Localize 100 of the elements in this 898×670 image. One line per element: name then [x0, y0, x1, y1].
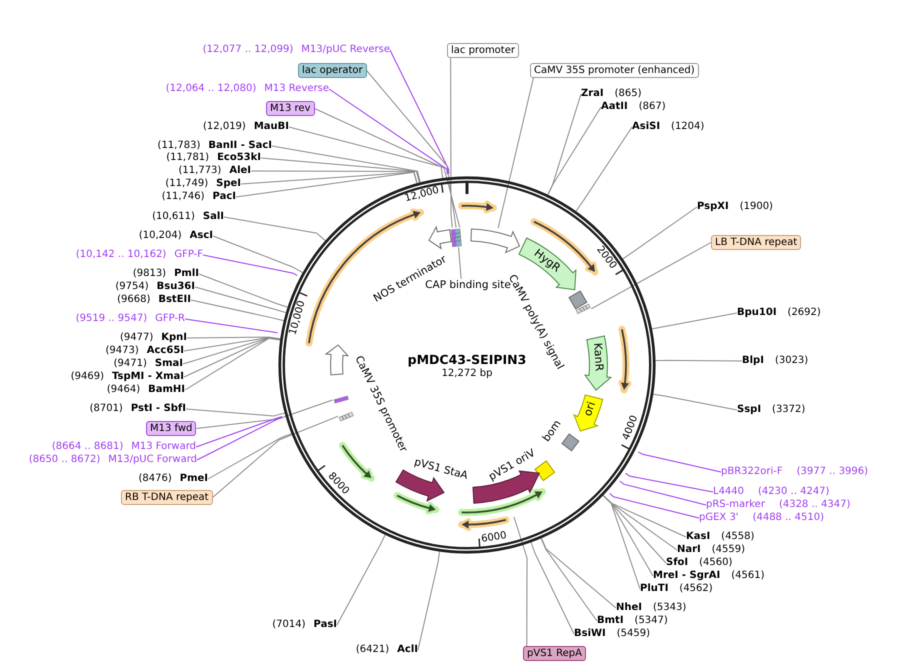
site-position: (867)	[638, 101, 666, 113]
primer-name: GFP-R	[155, 313, 185, 325]
leader-line	[638, 451, 722, 472]
site-position: (7014)	[272, 619, 306, 631]
enzyme-name: AclI	[397, 644, 418, 656]
feature-label: lac operator	[298, 63, 367, 78]
leader-line	[602, 494, 666, 564]
scale-label: 10,000	[288, 300, 308, 336]
feature-marker	[574, 303, 592, 315]
enzyme-name: KpnI	[161, 332, 187, 344]
enzyme-name: Bsu36I	[156, 281, 195, 293]
leader-line	[196, 417, 283, 460]
enzyme-name: BanII - SacI	[208, 140, 272, 152]
scale-label: 4000	[622, 414, 640, 442]
enzyme-name: Eco53kI	[217, 152, 261, 164]
site-position: (11,749)	[165, 178, 208, 190]
primer-position: (10,142 .. 10,162)	[76, 249, 166, 261]
sequence-feature	[428, 226, 452, 250]
enzyme-name: PmeI	[180, 473, 208, 485]
leader-line	[458, 246, 462, 280]
leader-line	[602, 495, 640, 590]
leader-line	[498, 78, 534, 229]
leader-line	[548, 106, 602, 196]
leader-line	[336, 534, 386, 626]
enzyme-name: MreI - SgrAI	[653, 570, 720, 582]
sequence-feature	[573, 394, 604, 432]
primer-position: (12,064 .. 12,080)	[166, 83, 256, 95]
scale-label: 12,000	[404, 186, 440, 205]
leader-line	[224, 216, 326, 242]
primer-name: pRS-marker	[706, 499, 765, 511]
primer-position: (12,077 .. 12,099)	[202, 44, 294, 56]
site-position: (10,204)	[138, 230, 182, 242]
leader-line	[390, 50, 450, 174]
enzyme-name: BsiWI	[574, 628, 606, 640]
primer-position: (8650 .. 8672)	[28, 454, 100, 466]
open-reading-frame	[460, 486, 546, 517]
leader-line	[184, 338, 281, 390]
feature-label: CaMV 35S promoter (enhanced)	[530, 63, 699, 78]
enzyme-name: NarI	[677, 544, 701, 556]
enzyme-name: AsiSI	[632, 121, 660, 133]
leader-line	[547, 94, 582, 196]
primer-position: (4230 .. 4247)	[758, 486, 830, 498]
feature-label: pVS1 RepA	[523, 646, 586, 661]
enzyme-name: Acc65I	[146, 345, 184, 357]
site-position: (9473)	[106, 345, 139, 357]
leader-line	[652, 394, 738, 410]
plasmid-size: 12,272 bp	[442, 368, 492, 380]
feature-marker	[560, 433, 580, 452]
leader-line	[196, 416, 283, 448]
site-position: (11,746)	[162, 191, 205, 203]
sequence-feature	[325, 344, 350, 376]
feature-marker	[332, 395, 349, 405]
site-position: (5343)	[653, 602, 686, 614]
leader-line	[186, 408, 286, 416]
site-position: (11,781)	[166, 152, 210, 164]
leader-line	[212, 416, 339, 498]
feature-label: pVS1 StaA	[412, 456, 470, 482]
leader-line	[366, 70, 457, 228]
site-position: (4559)	[712, 544, 746, 556]
leader-line	[288, 126, 444, 178]
leader-line	[198, 274, 288, 308]
site-position: (4561)	[731, 570, 765, 582]
site-position: (8476)	[138, 473, 172, 485]
feature-marker	[450, 228, 462, 248]
enzyme-name: AscI	[190, 230, 213, 242]
feature-marker	[338, 410, 355, 422]
feature-marker	[534, 460, 556, 482]
enzyme-name: TspMI - XmaI	[112, 371, 184, 383]
primer-name: GFP-F	[174, 249, 203, 261]
site-position: (11,783)	[158, 140, 200, 152]
leader-line	[655, 360, 742, 362]
leader-line	[194, 286, 286, 314]
site-position: (9813)	[132, 268, 166, 280]
leader-line	[540, 538, 598, 622]
leader-line	[609, 492, 700, 518]
feature-label: RB T-DNA repeat	[121, 490, 213, 505]
enzyme-name: BamHI	[148, 384, 185, 396]
primer-name: pGEX 3'	[699, 512, 739, 524]
scale-label: 6000	[480, 532, 508, 546]
leader-line	[190, 300, 284, 322]
enzyme-name: PmlI	[174, 268, 199, 280]
leader-line	[260, 158, 421, 183]
enzyme-name: PasI	[314, 619, 337, 631]
leader-line	[236, 172, 418, 198]
enzyme-name: ZraI	[581, 88, 604, 100]
primer-position: (9519 .. 9547)	[76, 313, 148, 325]
site-position: (8701)	[90, 403, 123, 415]
sequence-feature	[470, 228, 521, 254]
primer-name: pBR322ori-F	[721, 466, 783, 478]
site-position: (3372)	[772, 404, 806, 416]
primer-name: M13/pUC Forward	[108, 454, 197, 466]
leader-line	[625, 472, 714, 492]
leader-line	[250, 170, 420, 184]
primer-name: L4440	[713, 486, 744, 498]
leader-line	[328, 88, 448, 174]
primer-position: (3977 .. 3996)	[796, 466, 868, 478]
site-position: (1204)	[671, 121, 704, 133]
enzyme-name: PspXI	[697, 201, 729, 213]
leader-line	[602, 494, 678, 550]
leader-line	[418, 551, 440, 650]
